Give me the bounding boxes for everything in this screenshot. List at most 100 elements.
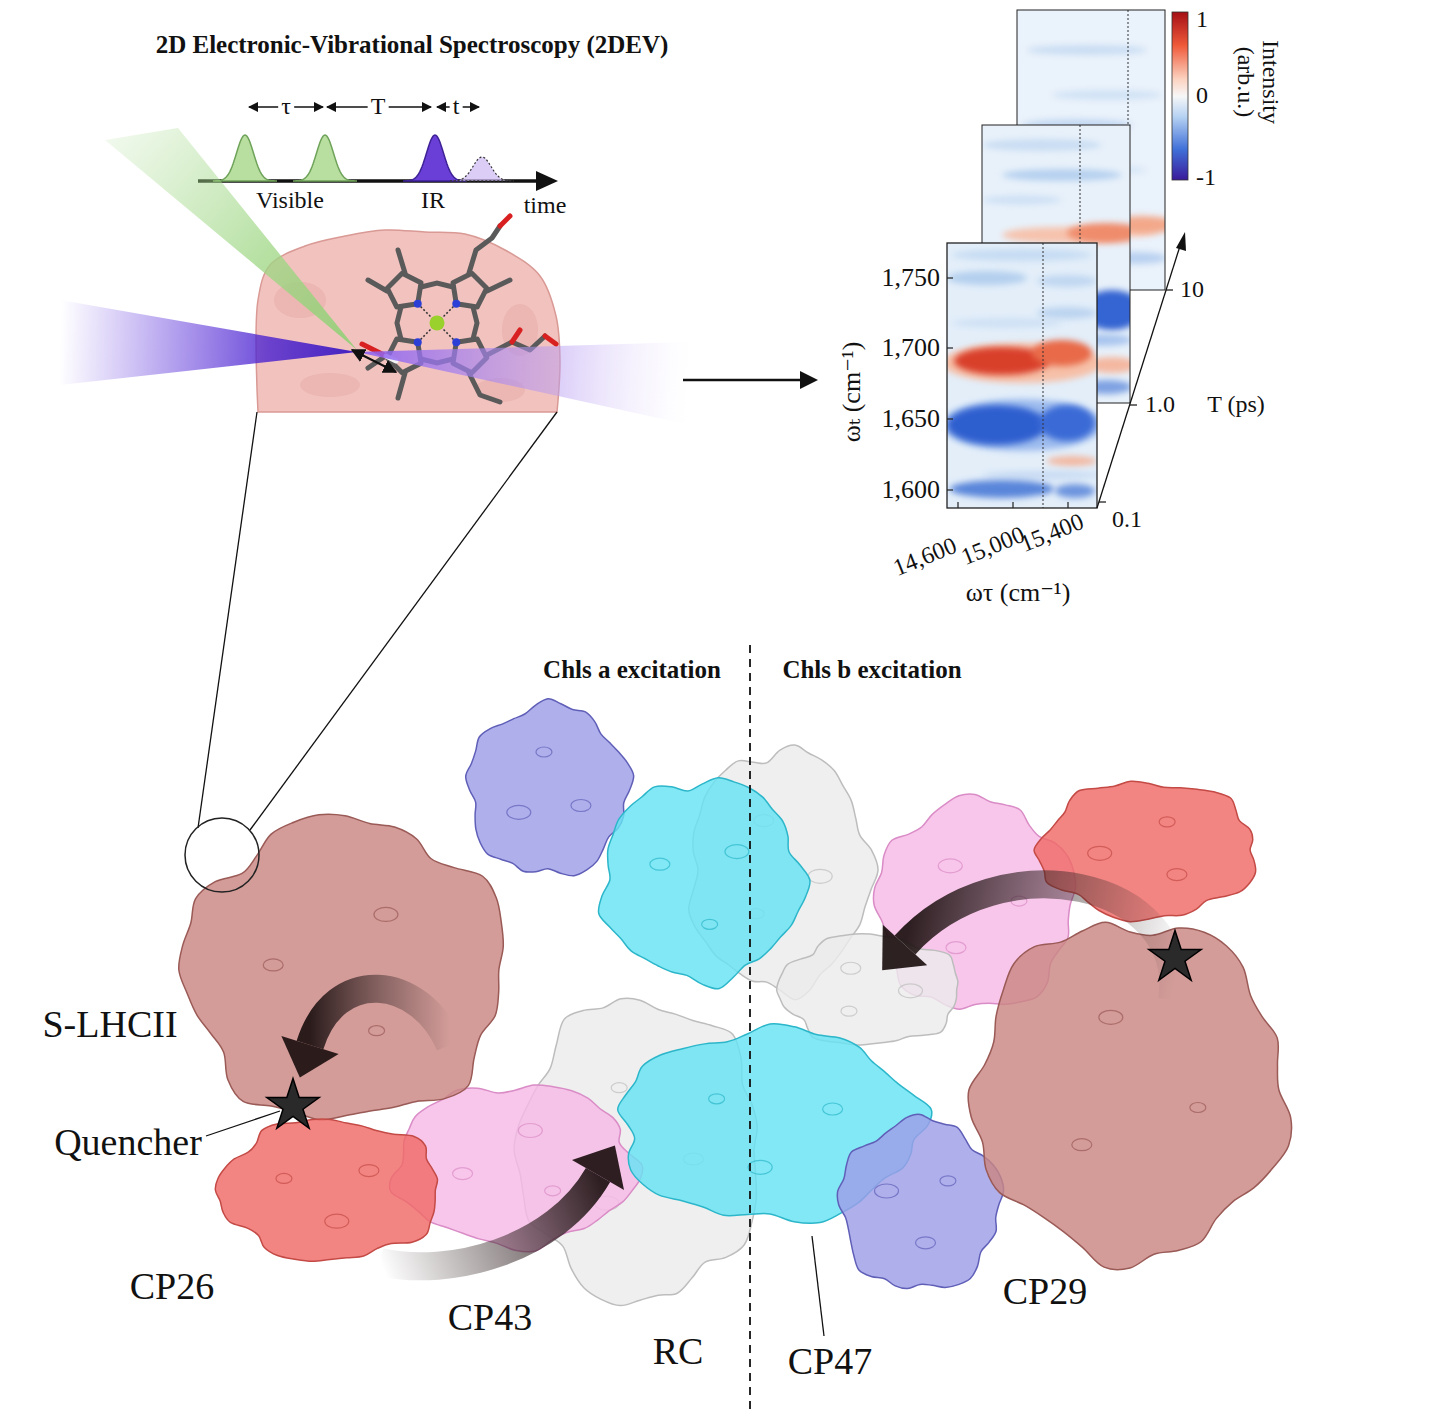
signal-band: [1027, 45, 1147, 55]
vibration-arrow: [352, 350, 396, 372]
y-tick-label: 1,600: [882, 476, 941, 503]
signal-band: [1037, 307, 1097, 319]
surface-cavity: [940, 1176, 956, 1186]
oxygen-bond: [500, 216, 510, 226]
surface-cavity: [916, 1237, 936, 1249]
surface-cavity: [702, 919, 718, 929]
surface-cavity: [507, 805, 531, 819]
part-name: CP47: [788, 1342, 872, 1382]
signal-band: [1037, 275, 1097, 287]
side-chain: [398, 373, 405, 398]
zoom-circle: [185, 818, 259, 892]
colorbar-tick: 0: [1196, 83, 1208, 108]
signal-band: [1055, 484, 1095, 498]
energy-transfer-head: [281, 1036, 338, 1077]
surface-cavity: [1167, 869, 1187, 881]
part-name: S-LHCII: [42, 1005, 177, 1045]
leader-line: [206, 1111, 280, 1136]
delay-label: τ: [278, 94, 294, 119]
signal-band: [1067, 223, 1130, 243]
surface-cavity: [823, 1103, 843, 1115]
energy-transfer-arrow: [310, 989, 450, 1045]
surface-shade: [300, 373, 360, 397]
x-tick: [957, 502, 958, 508]
surface-cavity: [875, 1184, 899, 1198]
protein-subunit: [215, 1119, 437, 1261]
y-tick: [947, 347, 953, 348]
photosystem-structure: [179, 699, 1292, 1306]
surface-cavity: [611, 1083, 627, 1093]
quencher-star: [1149, 930, 1201, 980]
surface-cavity: [536, 747, 552, 757]
side-chain: [368, 280, 387, 291]
depth-axis-title: T (ps): [1207, 392, 1265, 417]
surface-cavity: [650, 858, 670, 870]
surface-cavity: [518, 1123, 542, 1137]
x-tick-label: 15,400: [1017, 509, 1088, 557]
oxygen-bond: [512, 330, 520, 342]
figure-title: 2D Electronic-Vibrational Spectroscopy (…: [156, 32, 669, 58]
depth-tick: [1099, 501, 1106, 502]
surface-cavity: [946, 942, 966, 954]
time-axis-head: [536, 171, 558, 191]
part-name: RC: [653, 1332, 704, 1372]
delay-label: T: [368, 94, 389, 119]
depth-tick: [1130, 404, 1137, 405]
depth-tick: [1166, 289, 1173, 290]
result-arrow: [683, 379, 805, 382]
surface-cavity: [545, 1186, 561, 1196]
ir-beam-out: [357, 342, 690, 425]
energy-transfer-arrow: [905, 884, 1173, 1000]
surface-cavity: [276, 1173, 292, 1183]
depth-tick-label: 0.1: [1112, 507, 1142, 532]
part-name: CP43: [448, 1298, 532, 1338]
part-name: Quencher: [54, 1123, 202, 1163]
result-arrow-head: [800, 371, 818, 389]
colorbar-title: Intensity (arb.u.): [1233, 27, 1283, 137]
surface-cavity: [359, 1165, 379, 1177]
x-tick-label: 14,600: [890, 533, 961, 581]
pyrrole-ring: [387, 273, 421, 307]
side-chain: [487, 280, 510, 291]
x-tick-label: 15,000: [958, 522, 1029, 570]
section-heading: Chls a excitation: [543, 657, 721, 683]
separator: [749, 645, 751, 1409]
surface-cavity: [369, 1026, 385, 1036]
signal-band: [1052, 90, 1162, 100]
x-tick: [1067, 502, 1068, 508]
meso-bridge: [397, 307, 401, 339]
signal-band: [952, 318, 1062, 328]
protein-subunit: [1034, 781, 1256, 921]
surface-cavity: [898, 984, 922, 998]
protein-subunit: [777, 934, 958, 1045]
signal-band: [947, 405, 1047, 445]
pulse: [213, 135, 277, 181]
ir-beam-in: [60, 300, 357, 385]
zoom-line: [198, 412, 257, 828]
surface-cavity: [841, 962, 861, 974]
axis-label: time: [524, 193, 567, 218]
surface-cavity: [325, 1214, 349, 1228]
protein-subunit: [598, 778, 810, 989]
signal-band: [982, 471, 1097, 479]
surface-cavity: [1088, 846, 1112, 860]
depth-tick-label: 10: [1180, 277, 1204, 302]
pulse: [403, 135, 467, 181]
y-axis-title: ωₜ (cm⁻¹): [838, 342, 865, 443]
surface-cavity: [374, 907, 398, 921]
protein-subunit: [179, 814, 504, 1120]
signal-band: [947, 399, 1097, 451]
surface-cavity: [748, 1160, 772, 1174]
plot-axes: [947, 232, 1186, 508]
signal-band: [947, 271, 1027, 285]
signal-band: [1047, 456, 1097, 466]
signal-band: [950, 480, 1054, 498]
magnesium-atom: [430, 316, 445, 331]
zoom-line: [250, 412, 557, 830]
colorbar: [1172, 12, 1188, 180]
meso-bridge: [473, 307, 477, 339]
y-tick-label: 1,750: [882, 264, 941, 291]
surface-cavity: [1159, 817, 1175, 827]
